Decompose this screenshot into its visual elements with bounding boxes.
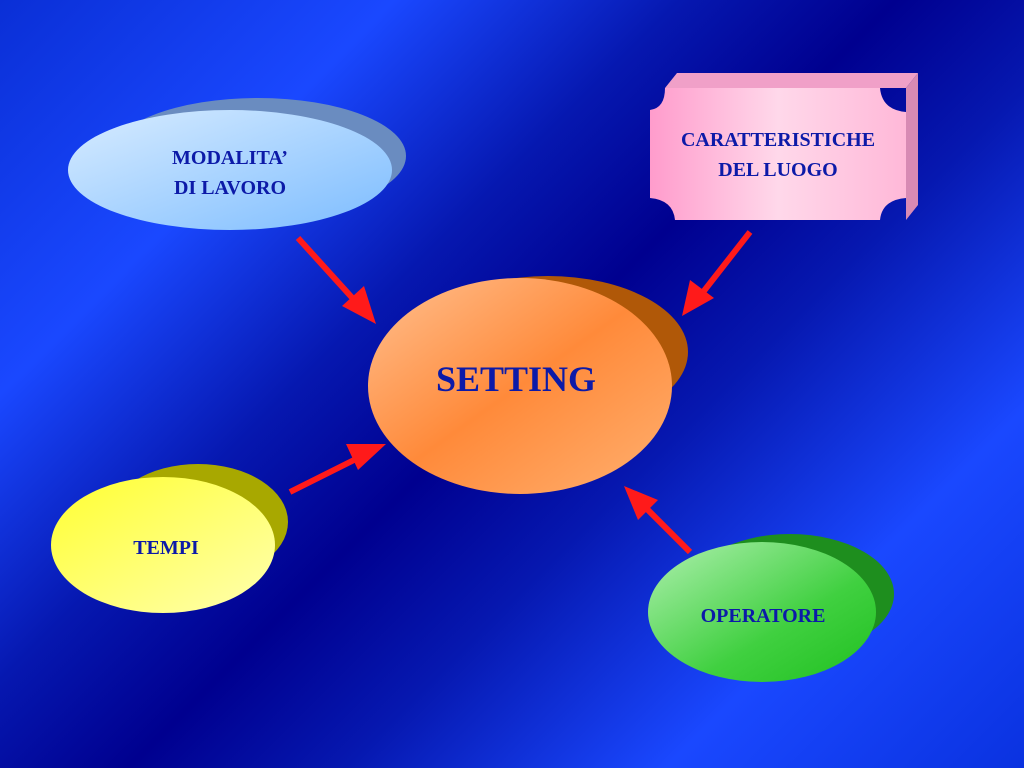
node-caratteristiche-top <box>665 73 918 88</box>
node-caratteristiche-line1: CARATTERISTICHE <box>681 129 875 151</box>
node-modalita-line1: MODALITA’ <box>172 147 288 169</box>
node-operatore-shape <box>648 542 876 682</box>
node-setting: SETTING <box>368 276 688 494</box>
node-tempi-label: TEMPI <box>133 537 199 559</box>
arrow-tempi-to-setting <box>288 444 386 495</box>
node-operatore: OPERATORE <box>648 534 894 682</box>
arrow-modalita-to-setting <box>295 235 376 324</box>
node-tempi: TEMPI <box>51 464 288 613</box>
node-caratteristiche: CARATTERISTICHE DEL LUOGO <box>650 73 918 220</box>
node-modalita-shape <box>68 110 392 230</box>
node-tempi-shape <box>51 477 275 613</box>
arrow-operatore-to-setting <box>624 486 693 555</box>
node-modalita: MODALITA’ DI LAVORO <box>68 98 406 230</box>
arrow-caratteristiche-to-setting <box>682 230 753 316</box>
node-operatore-label: OPERATORE <box>701 605 826 627</box>
node-caratteristiche-line2: DEL LUOGO <box>718 159 837 181</box>
node-setting-shape <box>368 278 672 494</box>
node-caratteristiche-side <box>906 73 918 220</box>
node-modalita-line2: DI LAVORO <box>174 177 286 199</box>
node-caratteristiche-shape <box>650 88 906 220</box>
node-setting-label: SETTING <box>436 359 596 399</box>
